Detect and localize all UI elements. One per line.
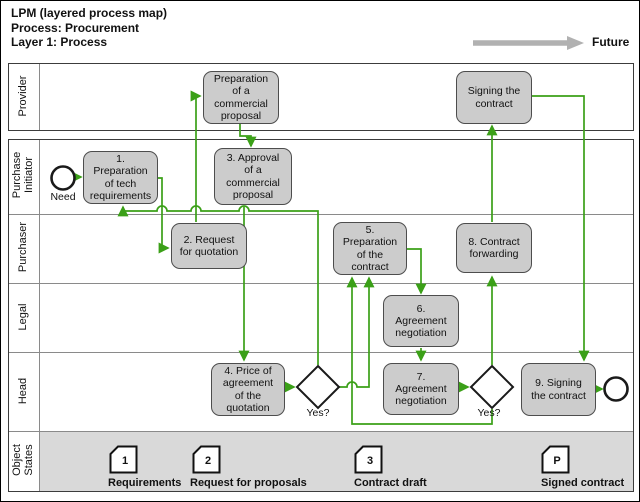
- lane-label-head: Head: [17, 377, 29, 405]
- lane-boundary: [9, 352, 633, 353]
- document-icon: [192, 445, 221, 474]
- task-step6: 6. Agreement negotiation: [383, 295, 459, 347]
- lane-label-purchaser: Purchaser: [17, 221, 29, 273]
- connector-step1-to-step2: [158, 177, 170, 254]
- object-state-number: 1: [121, 455, 129, 467]
- diagram-title: LPM (layered process map) Process: Procu…: [11, 6, 168, 49]
- object-state-icon-1: 1: [109, 445, 138, 474]
- object-state-icon-p: P: [541, 445, 570, 474]
- decision1-gateway: [295, 364, 341, 410]
- decision2-label: Yes?: [477, 407, 501, 419]
- end-event-circle: [603, 376, 629, 402]
- object-state-number: 2: [204, 455, 212, 467]
- object-state-number: 3: [366, 455, 374, 467]
- start-event-label: Need: [50, 191, 76, 203]
- connector-decision1-yes-to-step5: [339, 276, 375, 388]
- object-state-number: P: [553, 455, 561, 467]
- future-label: Future: [592, 35, 630, 49]
- task-provider-signing: Signing the contract: [456, 71, 532, 124]
- lane-label-provider: Provider: [17, 75, 29, 117]
- lane-boundary: [9, 431, 633, 432]
- task-step3: 3. Approval of a commercial proposal: [214, 148, 292, 205]
- lane-boundary: [9, 214, 633, 215]
- lane-label-purchase-initiator: Purchase Initiator: [11, 151, 35, 199]
- connector-step2-to-provider-proposal: [190, 90, 202, 222]
- lane-label-divider: [39, 64, 40, 130]
- document-icon: [354, 445, 383, 474]
- connector-provider-proposal-to-step3: [239, 124, 257, 148]
- start-event-circle: [50, 165, 76, 191]
- connector-decision1-no-to-step1: [117, 205, 319, 365]
- lane-label-divider: [39, 140, 40, 491]
- object-state-icon-2: 2: [192, 445, 221, 474]
- object-states-background: [40, 431, 633, 491]
- object-state-caption: Requirements: [108, 477, 182, 489]
- task-step7: 7. Agreement negotiation: [383, 363, 459, 415]
- task-step1: 1. Preparation of tech requirements: [83, 151, 158, 204]
- task-provider-proposal: Preparation of a commercial proposal: [203, 71, 279, 124]
- object-state-icon-3: 3: [354, 445, 383, 474]
- object-state-caption: Request for proposals: [190, 477, 307, 489]
- document-icon: [541, 445, 570, 474]
- task-step4: 4. Price of agreement of the quotation: [211, 363, 285, 416]
- lane-boundary: [9, 283, 633, 284]
- decision2-gateway: [469, 364, 515, 410]
- connector-provider-signing-to-step9: [532, 95, 590, 362]
- lane-label-legal: Legal: [17, 303, 29, 331]
- connector-decision2-no-to-step5: [346, 276, 493, 425]
- task-step5: 5. Preparation of the contract: [333, 222, 407, 275]
- task-step9: 9. Signing the contract: [521, 363, 596, 416]
- future-arrow: [473, 36, 584, 50]
- object-state-caption: Contract draft: [354, 477, 427, 489]
- task-step2: 2. Request for quotation: [171, 223, 247, 269]
- connector-step5-to-step6: [407, 248, 427, 295]
- task-step8: 8. Contract forwarding: [456, 223, 532, 273]
- object-state-caption: Signed contract: [541, 477, 625, 489]
- document-icon: [109, 445, 138, 474]
- decision1-label: Yes?: [306, 407, 330, 419]
- lane-label-object-states: Object States: [11, 444, 35, 476]
